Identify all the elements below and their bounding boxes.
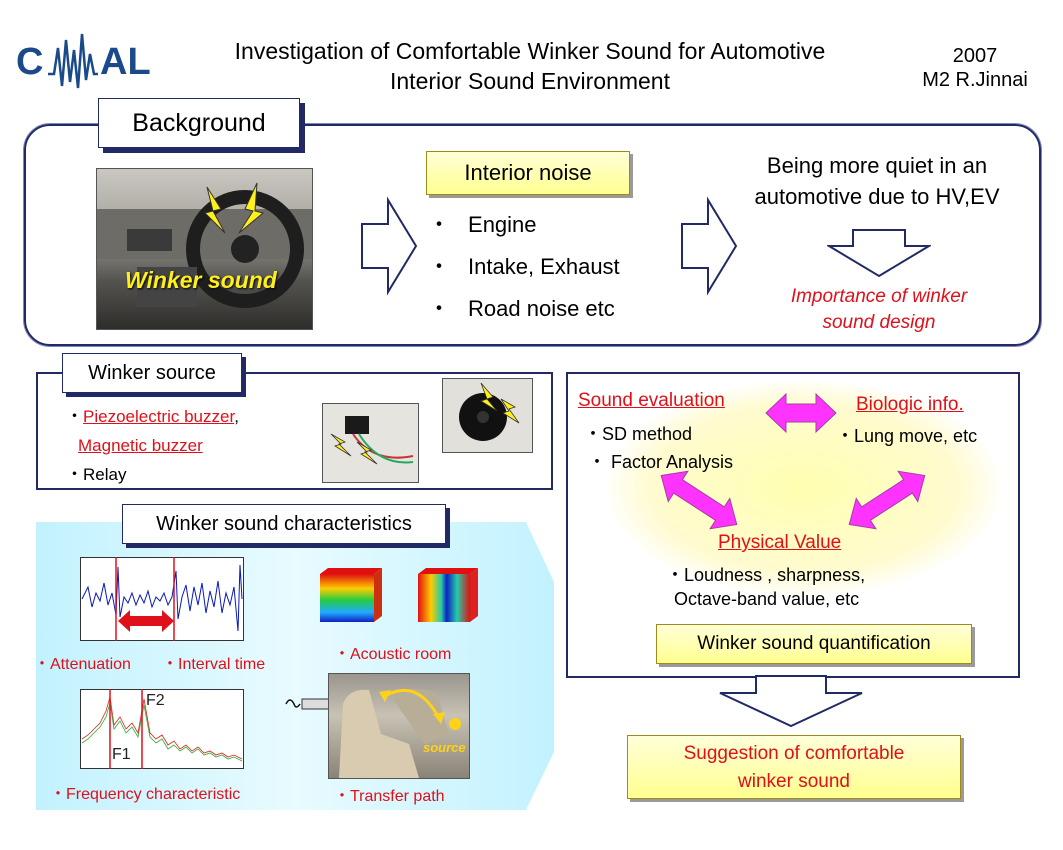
header-meta: 2007 M2 R.Jinnai	[890, 44, 1060, 92]
transfer-path-label: ・Transfer path	[334, 788, 445, 805]
f2-label: F2	[146, 692, 165, 709]
frequency-label: ・Frequency characteristic	[50, 786, 241, 803]
title-line-1: Investigation of Comfortable Winker Soun…	[234, 38, 826, 64]
winker-source-label: Winker source	[62, 353, 242, 393]
sd-method-label: ・SD method	[584, 424, 693, 444]
list-item: Magnetic buzzer	[78, 436, 203, 455]
background-label: Background	[98, 98, 300, 148]
interval-arrow-icon	[118, 610, 174, 632]
magnetic-buzzer-photo	[442, 378, 533, 453]
characteristics-label: Winker sound characteristics	[122, 504, 446, 544]
suggestion-box: Suggestion of comfortable winker sound	[627, 735, 961, 799]
background-panel	[24, 124, 1041, 346]
svg-text:C: C	[16, 41, 43, 83]
source-list: ・Piezoelectric buzzer, Magnetic buzzer ・…	[66, 402, 239, 489]
double-arrow-icon	[660, 470, 738, 530]
double-arrow-icon	[765, 392, 837, 434]
car-interior-drawing	[97, 182, 312, 308]
car-seat-photo: source	[328, 673, 470, 779]
list-item: ・Road noise etc	[428, 296, 615, 321]
arrow-right-icon	[681, 196, 738, 296]
buzzer-photo	[322, 403, 419, 483]
physical-value-label: Physical Value	[718, 532, 842, 553]
octave-label: Octave-band value, etc	[674, 589, 860, 609]
quiet-statement: Being more quiet in an automotive due to…	[754, 153, 1000, 209]
page-title: Investigation of Comfortable Winker Soun…	[160, 36, 900, 96]
acoustic-room-label: ・Acoustic room	[334, 646, 452, 663]
arrow-down-icon	[827, 229, 931, 278]
arrow-right-icon	[361, 196, 418, 296]
loudness-label: ・Loudness , sharpness,	[666, 565, 866, 585]
double-arrow-icon	[848, 470, 926, 530]
f1-label: F1	[112, 746, 131, 763]
interval-label: ・Interval time	[162, 656, 266, 673]
quantification-label: Winker sound quantification	[656, 624, 972, 664]
magnetic-buzzer-drawing	[459, 382, 520, 441]
winker-sound-caption: Winker sound	[125, 267, 277, 293]
list-item: ・Relay	[66, 465, 127, 484]
car-seat-drawing	[339, 688, 461, 778]
source-label: source	[423, 740, 466, 755]
buzzer-drawing	[330, 416, 414, 465]
author: M2 R.Jinnai	[922, 69, 1028, 91]
interior-noise-label: Interior noise	[426, 151, 630, 195]
attenuation-label: ・Attenuation	[34, 656, 131, 673]
car-interior-photo: Winker sound	[96, 168, 313, 330]
factor-analysis-label: ・ Factor Analysis	[588, 452, 734, 472]
title-line-2: Interior Sound Environment	[390, 68, 670, 94]
arrow-down-icon	[719, 675, 863, 727]
sound-evaluation-label: Sound evaluation	[578, 390, 725, 411]
list-item: ・Engine	[428, 212, 537, 237]
list-item: ・Intake, Exhaust	[428, 254, 620, 279]
noise-list: ・Engine ・Intake, Exhaust ・Road noise etc	[428, 204, 620, 330]
acoustic-room-image	[320, 568, 478, 622]
importance-text: Importance of winker sound design	[790, 286, 968, 333]
frequency-graph	[80, 689, 244, 769]
svg-text:AL: AL	[100, 41, 151, 83]
year: 2007	[952, 45, 998, 67]
microphone-icon	[285, 698, 333, 710]
list-item: ・Piezoelectric buzzer,	[66, 407, 239, 426]
biologic-info-label: Biologic info.	[856, 394, 964, 415]
camal-logo: C AL	[16, 33, 151, 89]
lung-move-label: ・Lung move, etc	[836, 426, 978, 446]
